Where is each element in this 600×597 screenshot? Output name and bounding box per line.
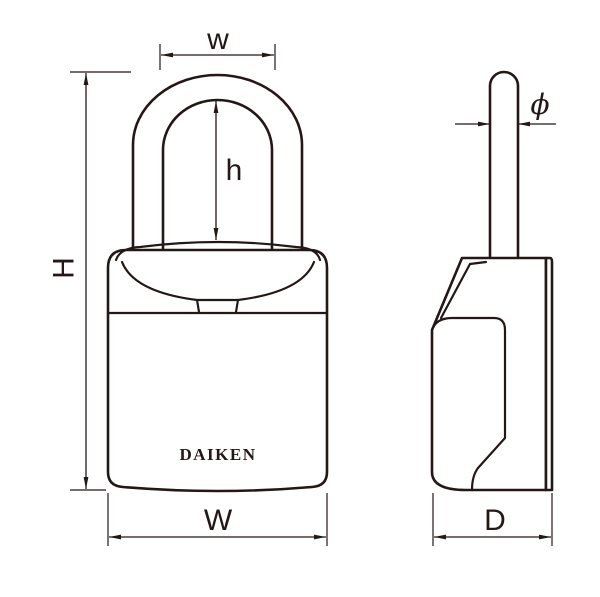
side-dimensions: ϕ D: [432, 88, 556, 546]
front-cap-top: [114, 240, 322, 262]
side-inner-profile: [430, 316, 507, 492]
H-label: H: [48, 257, 81, 279]
side-back-plate: [544, 256, 554, 492]
front-dimensions: w h H W: [48, 23, 328, 546]
front-shackle: [131, 73, 304, 264]
side-shackle-rod: [488, 70, 520, 264]
side-bevel-line: [439, 260, 488, 320]
phi-label: ϕ: [530, 88, 549, 121]
front-cap-bowl-right: [234, 260, 316, 314]
h-label: h: [226, 154, 243, 187]
front-cap-bowl-left: [120, 260, 201, 314]
W-label: W: [204, 504, 233, 537]
brand-logo-text: DAIKEN: [179, 445, 256, 464]
w-label: w: [206, 23, 229, 56]
side-view: [430, 70, 554, 492]
D-label: D: [484, 504, 506, 537]
front-view: DAIKEN: [106, 73, 329, 493]
